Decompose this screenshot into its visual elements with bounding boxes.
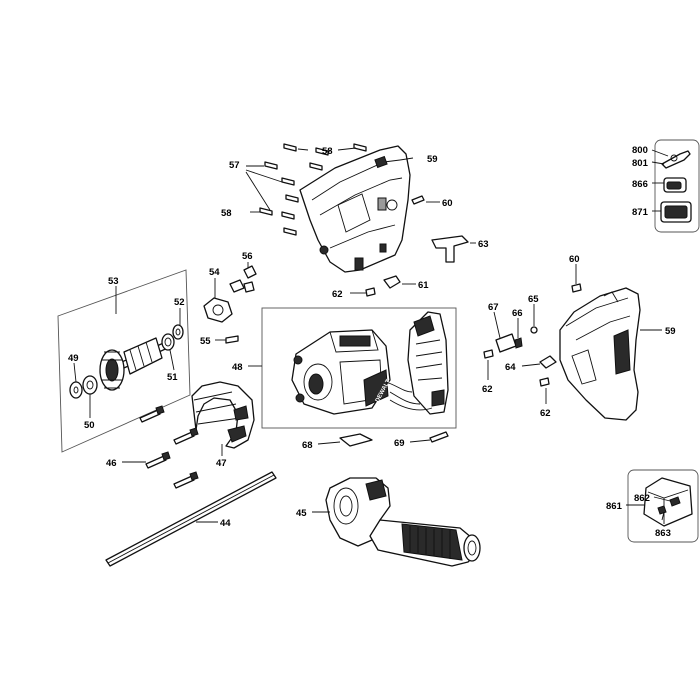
label-62-mid: 62 xyxy=(482,384,493,395)
part-48-electronics xyxy=(407,311,449,415)
screws-46: 46 xyxy=(106,405,199,489)
part-61-switch xyxy=(383,275,401,289)
label-862: 862 xyxy=(634,493,650,504)
label-45: 45 xyxy=(296,508,307,519)
part-51-bearing xyxy=(161,333,175,351)
label-60-right: 60 xyxy=(569,254,580,265)
label-59-top: 59 xyxy=(427,154,438,165)
case-box xyxy=(627,469,699,543)
part-62-pin-mid xyxy=(483,349,494,359)
label-871: 871 xyxy=(632,207,649,218)
label-861: 861 xyxy=(606,501,623,512)
part-863-insert xyxy=(657,505,667,515)
small-parts-left: 56 54 55 xyxy=(200,251,257,347)
label-55: 55 xyxy=(200,336,211,347)
label-50: 50 xyxy=(84,420,95,431)
housing-right-half: 59 60 xyxy=(559,254,676,421)
label-62-right: 62 xyxy=(540,408,551,419)
label-58-left: 58 xyxy=(221,208,232,219)
label-51: 51 xyxy=(167,372,178,383)
label-52: 52 xyxy=(174,297,185,308)
housing-left-half xyxy=(299,145,411,273)
label-61: 61 xyxy=(418,280,429,291)
part-63-lever xyxy=(431,235,469,263)
accessories-panel: 800 801 866 871 xyxy=(632,139,700,233)
part-60-pin-top xyxy=(411,195,425,205)
label-46: 46 xyxy=(106,458,117,469)
label-53: 53 xyxy=(108,276,119,287)
motor-housing-box xyxy=(261,307,457,429)
label-44: 44 xyxy=(220,518,231,529)
side-handle-group: 45 xyxy=(296,477,481,567)
part-50-washer xyxy=(82,375,98,395)
part-62-pin-right xyxy=(539,377,550,387)
label-48: 48 xyxy=(232,362,243,373)
label-47: 47 xyxy=(216,458,227,469)
label-63: 63 xyxy=(478,239,489,250)
part-67-plate xyxy=(495,333,517,353)
labels-68-69: 68 69 xyxy=(302,431,449,451)
small-parts-right: 67 66 65 62 64 62 xyxy=(482,294,557,419)
part-862-latch xyxy=(669,496,681,507)
logo-plate xyxy=(363,369,389,407)
screws-57-58: 58 57 58 59 xyxy=(221,143,438,236)
label-800: 800 xyxy=(632,145,648,156)
armature-box xyxy=(57,269,191,453)
label-866: 866 xyxy=(632,179,648,190)
part-60-pin-right xyxy=(571,283,582,293)
label-68: 68 xyxy=(302,440,313,451)
part-68-label xyxy=(339,433,373,447)
part-62-pin-top xyxy=(365,287,376,297)
part-801-blade xyxy=(661,150,691,169)
part-65-ball xyxy=(530,326,538,334)
part-54-bearing-plate xyxy=(203,297,233,323)
label-65: 65 xyxy=(528,294,539,305)
label-58-top: 58 xyxy=(322,146,333,157)
label-62-top: 62 xyxy=(332,289,343,300)
part-66-spring xyxy=(514,337,523,349)
label-69: 69 xyxy=(394,438,405,449)
motor-housing-group: 48 DEWALT xyxy=(232,307,457,429)
label-67: 67 xyxy=(488,302,499,313)
label-66: 66 xyxy=(512,308,523,319)
accessories-box xyxy=(654,139,700,233)
label-64: 64 xyxy=(505,362,516,373)
label-49: 49 xyxy=(68,353,79,364)
guard-group: 47 xyxy=(191,381,255,469)
rod-group: 44 xyxy=(105,471,277,567)
armature-group: 53 52 51 49 50 xyxy=(57,269,191,453)
part-56-brush xyxy=(243,265,257,279)
part-861-case xyxy=(643,477,693,527)
case-panel: 861 862 863 xyxy=(606,469,699,543)
part-55-clip xyxy=(225,335,239,344)
label-59-right: 59 xyxy=(665,326,676,337)
part-64-catch xyxy=(539,355,557,369)
part-52-bearing xyxy=(172,324,184,340)
label-56: 56 xyxy=(242,251,253,262)
part-69-label xyxy=(429,431,449,443)
label-57: 57 xyxy=(229,160,240,171)
small-parts-top: 60 63 61 62 xyxy=(332,195,489,300)
label-54: 54 xyxy=(209,267,220,278)
label-60-top: 60 xyxy=(442,198,453,209)
label-863: 863 xyxy=(655,528,671,539)
label-801: 801 xyxy=(632,158,649,169)
part-49-washer xyxy=(69,381,83,399)
part-59-housing-right xyxy=(559,287,641,421)
